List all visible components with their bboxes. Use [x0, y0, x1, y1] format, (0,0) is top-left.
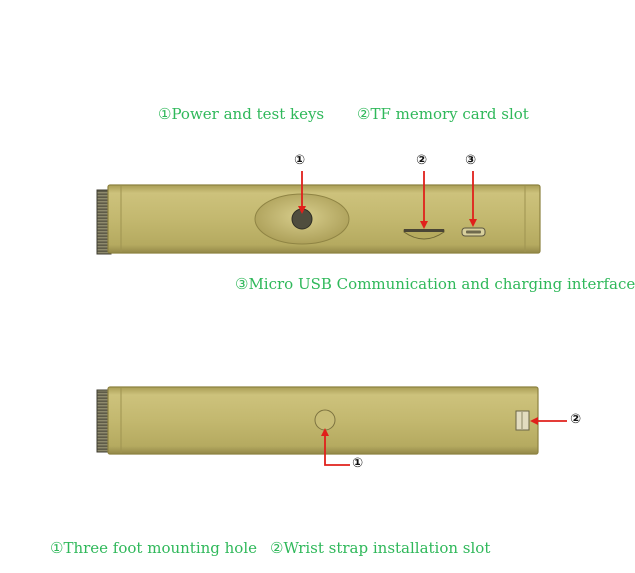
bottom-view-device: [96, 386, 539, 455]
caption-micro-usb: ③Micro USB Communication and charging in…: [235, 275, 635, 293]
callout-bottom-1: ①: [352, 456, 364, 471]
top-view-leader-lines: [298, 171, 477, 229]
callout-top-2: ②: [416, 153, 428, 168]
caption-tf-card-slot: ②TF memory card slot: [357, 105, 529, 123]
caption-power-test-keys: ①Power and test keys: [158, 105, 325, 123]
bottom-view-leader-lines: [321, 417, 567, 466]
callout-bottom-2: ②: [570, 412, 582, 427]
callout-top-3: ③: [465, 153, 477, 168]
caption-wrist-strap: ②Wrist strap installation slot: [270, 539, 491, 557]
top-view-device: [96, 184, 541, 255]
tripod-mount-hole-icon: [314, 409, 336, 431]
callout-top-1: ①: [294, 153, 306, 168]
caption-tripod-hole: ①Three foot mounting hole: [50, 539, 258, 557]
